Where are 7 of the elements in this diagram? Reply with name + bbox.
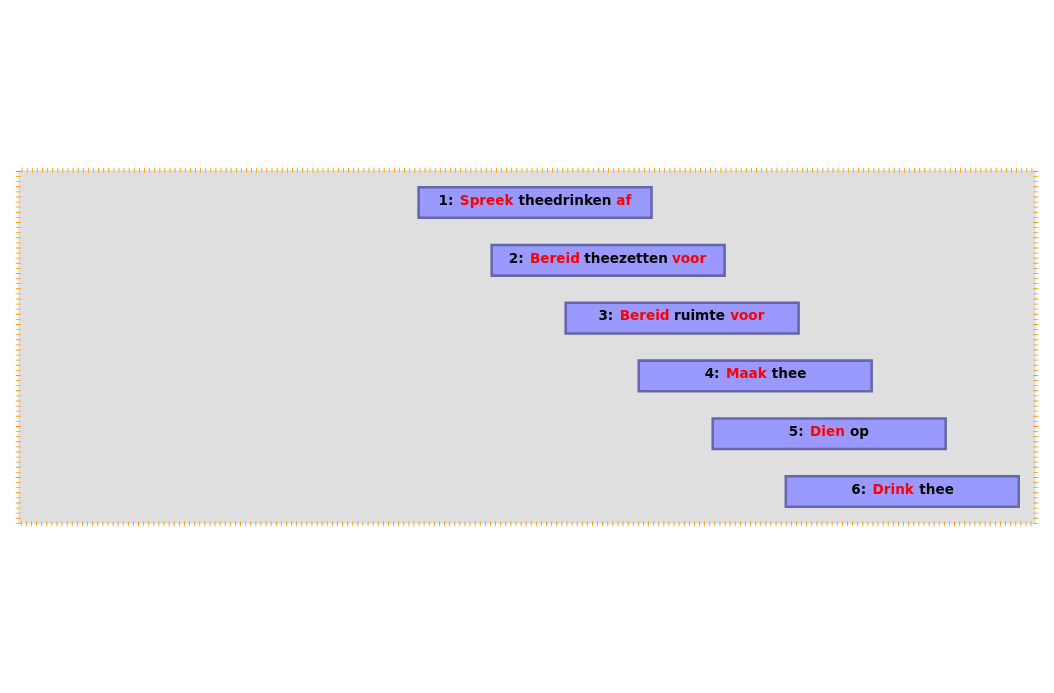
node-box: 1: Spreek theedrinken af [417, 185, 653, 219]
node-box: 4: Maak thee [637, 358, 873, 392]
node-box: 2: Bereid theezetten voor [490, 243, 726, 277]
node-box: 5: Dien op [711, 416, 947, 450]
cluster [15, 167, 1039, 526]
node-box: 6: Drink thee [784, 474, 1020, 508]
node-box: 3: Bereid ruimte voor [564, 301, 800, 335]
